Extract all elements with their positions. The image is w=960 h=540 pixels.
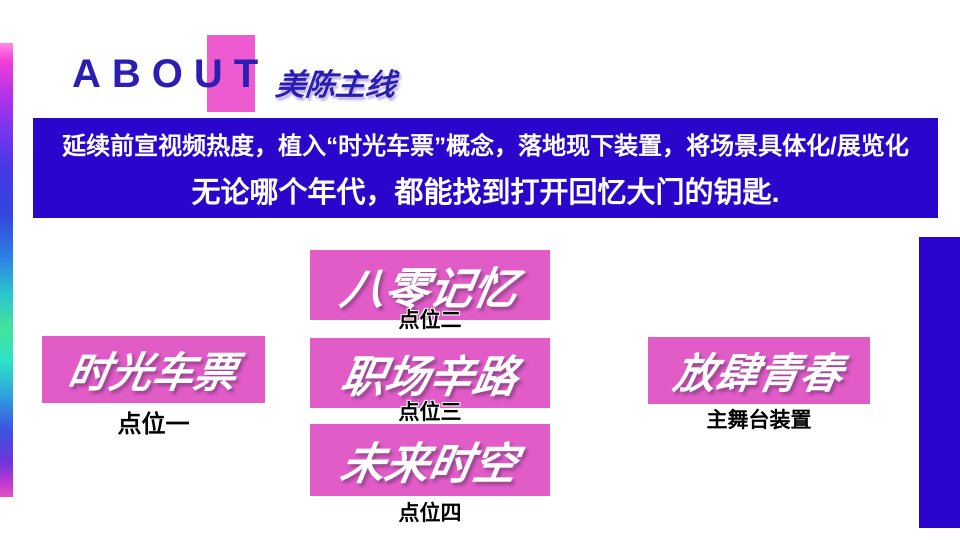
spot-box-3: 职场辛路 bbox=[310, 338, 550, 408]
page-title: ABOUT bbox=[72, 52, 270, 96]
banner-line-1: 延续前宣视频热度，植入“时光车票”概念，落地现下装置，将场景具体化/展览化 bbox=[62, 133, 909, 160]
left-gradient-strip bbox=[0, 43, 13, 497]
spot-box-4: 未来时空 bbox=[310, 424, 550, 496]
spot-box-1: 时光车票 bbox=[42, 336, 265, 403]
spot-label-1: 点位一 bbox=[117, 411, 190, 438]
spot-box-4-title: 未来时空 bbox=[336, 440, 522, 489]
right-accent-bar bbox=[919, 237, 960, 528]
spot-label-5: 主舞台装置 bbox=[706, 409, 812, 432]
spot-box-5: 放肆青春 bbox=[648, 337, 870, 404]
page-subtitle: 美陈主线 bbox=[273, 69, 398, 102]
title-accent-square bbox=[207, 35, 255, 112]
spot-box-5-title: 放肆青春 bbox=[670, 350, 847, 397]
spot-box-1-title: 时光车票 bbox=[64, 349, 242, 396]
spot-label-3: 点位三 bbox=[398, 401, 462, 424]
banner-line-2: 无论哪个年代，都能找到打开回忆大门的钥匙. bbox=[191, 177, 780, 209]
spot-box-2: 八零记忆 bbox=[310, 250, 550, 320]
spot-label-4: 点位四 bbox=[398, 502, 462, 525]
spot-label-2: 点位二 bbox=[398, 309, 462, 332]
intro-banner: 延续前宣视频热度，植入“时光车票”概念，落地现下装置，将场景具体化/展览化 无论… bbox=[33, 118, 938, 218]
